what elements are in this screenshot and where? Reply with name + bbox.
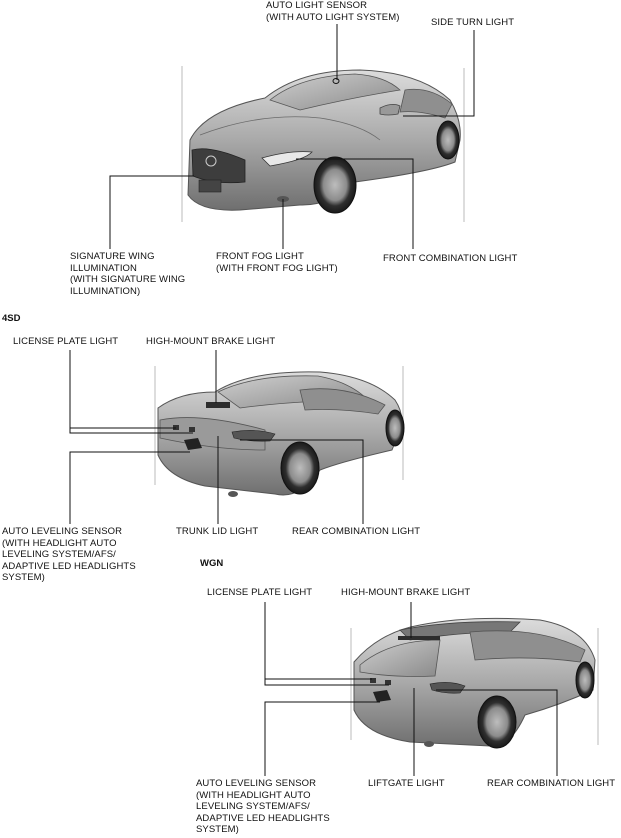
signature-wing-illumination-label: SIGNATURE WING ILLUMINATION (WITH SIGNAT… [70, 251, 186, 297]
wagon-auto-leveling-sensor-label: AUTO LEVELING SENSOR (WITH HEADLIGHT AUT… [196, 778, 330, 835]
sedan-license-plate-light-label: LICENSE PLATE LIGHT [13, 336, 119, 347]
wagon-rear-combination-light-label: REAR COMBINATION LIGHT [487, 778, 616, 789]
sedan-rear-car-illustration [154, 366, 405, 497]
wagon-leader-lines [264, 602, 558, 776]
wagon-section-label: WGN [200, 558, 224, 569]
sedan-leader-lines [69, 350, 364, 524]
trunk-lid-light-label: TRUNK LID LIGHT [176, 526, 259, 537]
side-turn-light-label: SIDE TURN LIGHT [431, 17, 515, 28]
wagon-high-mount-brake-light-label: HIGH-MOUNT BRAKE LIGHT [341, 587, 471, 598]
sedan-rear-combination-light-label: REAR COMBINATION LIGHT [292, 526, 421, 537]
front-leader-lines [109, 24, 475, 249]
sedan-section-label: 4SD [2, 313, 21, 324]
front-combination-light-label: FRONT COMBINATION LIGHT [383, 253, 518, 264]
auto-light-sensor-label: AUTO LIGHT SENSOR (WITH AUTO LIGHT SYSTE… [266, 0, 400, 23]
sedan-auto-leveling-sensor-label: AUTO LEVELING SENSOR (WITH HEADLIGHT AUT… [2, 526, 136, 583]
liftgate-light-label: LIFTGATE LIGHT [368, 778, 445, 789]
front-fog-light-label: FRONT FOG LIGHT (WITH FRONT FOG LIGHT) [216, 251, 338, 274]
wagon-rear-car-illustration [350, 617, 599, 749]
sedan-high-mount-brake-light-label: HIGH-MOUNT BRAKE LIGHT [146, 336, 276, 347]
front-car-illustration [181, 66, 465, 222]
wagon-license-plate-light-label: LICENSE PLATE LIGHT [207, 587, 313, 598]
